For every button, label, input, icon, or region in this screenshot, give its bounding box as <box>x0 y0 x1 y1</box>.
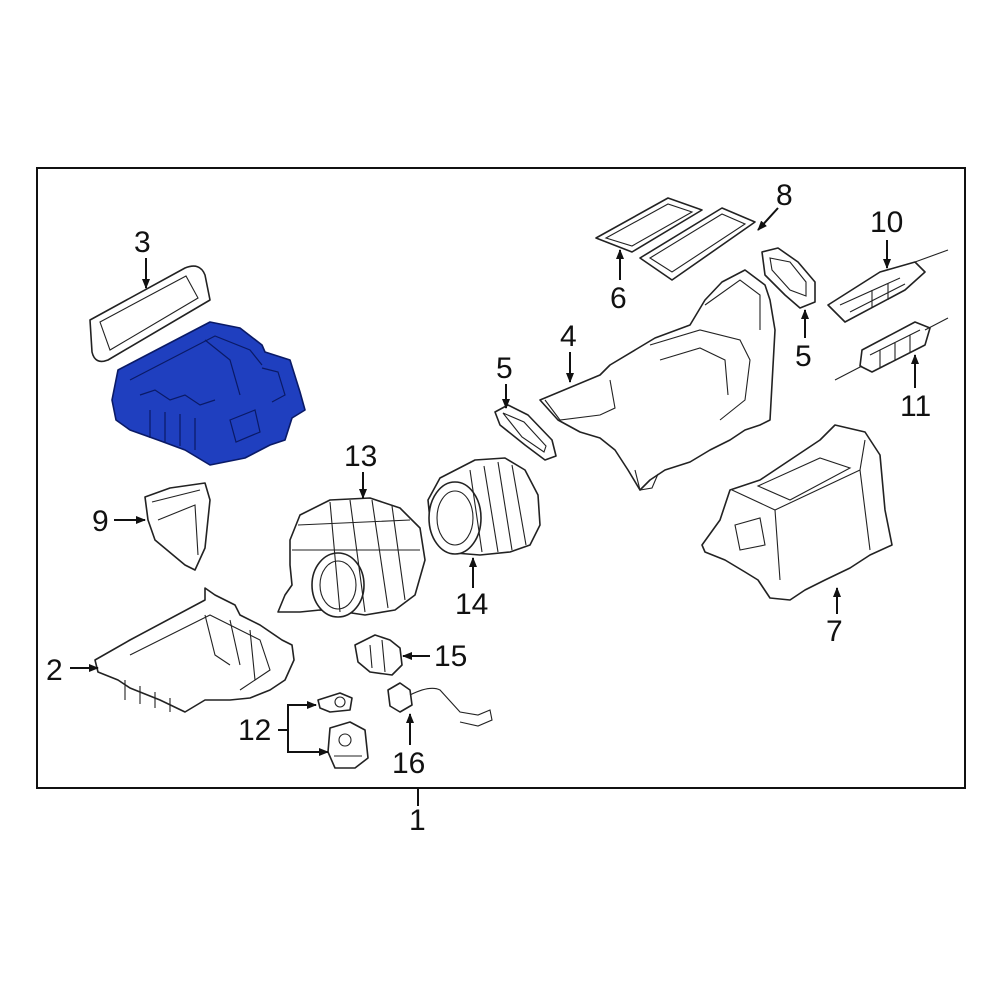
callout-6: 6 <box>610 282 627 315</box>
part-6-filter-frame[interactable] <box>595 197 703 253</box>
part-10-element[interactable] <box>827 249 949 323</box>
callout-5-left: 5 <box>496 352 513 385</box>
part-12-actuator-lower[interactable] <box>327 721 369 769</box>
callout-12: 12 <box>238 714 271 747</box>
callout-2: 2 <box>46 654 63 687</box>
part-7-heater-case[interactable] <box>701 424 893 601</box>
callout-4: 4 <box>560 320 577 353</box>
callout-1: 1 <box>409 804 426 837</box>
part-5-left-gasket[interactable] <box>494 404 557 461</box>
callout-7: 7 <box>826 615 843 648</box>
callout-3: 3 <box>134 226 151 259</box>
callout-5-right: 5 <box>795 340 812 373</box>
part-11-element[interactable] <box>834 317 949 381</box>
part-8-filter-frame[interactable] <box>639 207 756 281</box>
part-9-duct[interactable] <box>144 482 211 571</box>
part-4-main-case[interactable] <box>539 269 776 491</box>
part-16-sensor[interactable] <box>387 682 493 727</box>
part-housing-highlighted[interactable] <box>111 321 306 466</box>
callout-10: 10 <box>870 206 903 239</box>
part-13-blower-housing[interactable] <box>277 497 426 618</box>
callout-16: 16 <box>392 747 425 780</box>
part-2-lower-case[interactable] <box>94 587 295 713</box>
part-12-actuator-upper[interactable] <box>317 692 353 713</box>
part-5-right-gasket[interactable] <box>761 247 816 309</box>
part-3-seal[interactable] <box>89 265 211 363</box>
callout-8: 8 <box>776 179 793 212</box>
callout-13: 13 <box>344 440 377 473</box>
callout-11: 11 <box>900 390 931 423</box>
callout-14: 14 <box>455 588 488 621</box>
callout-9: 9 <box>92 505 109 538</box>
callout-leaders <box>70 207 919 806</box>
callout-15: 15 <box>434 640 467 673</box>
part-15-resistor[interactable] <box>354 634 403 676</box>
part-14-blower-wheel[interactable] <box>427 457 541 556</box>
diagram-frame <box>36 167 966 789</box>
